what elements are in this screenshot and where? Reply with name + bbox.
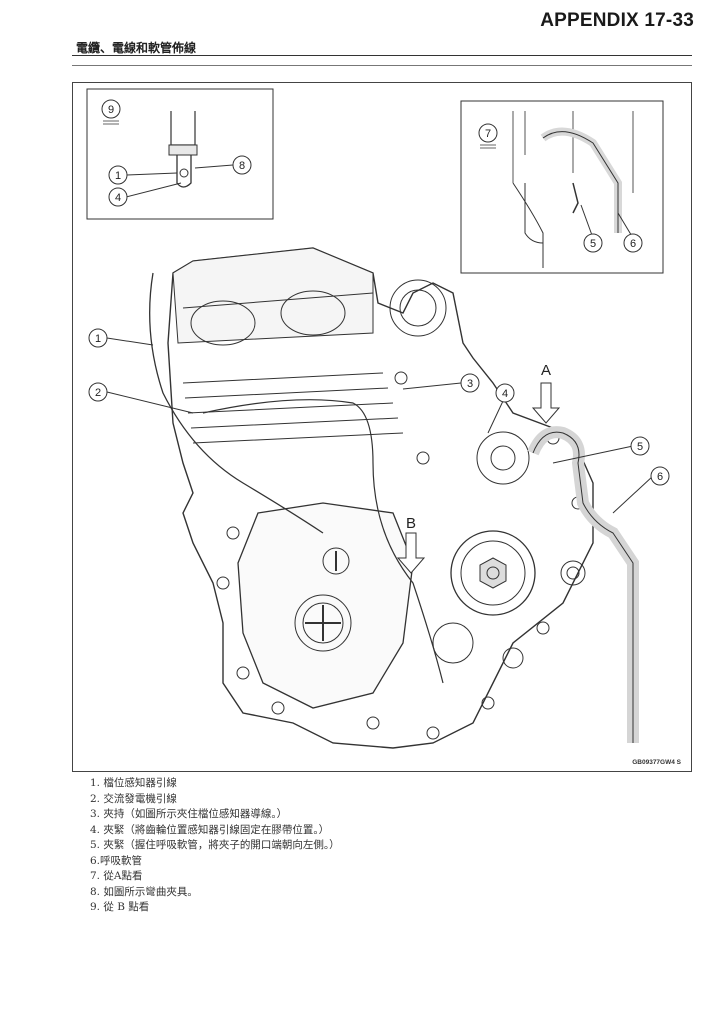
engine-diagram-svg: 1 2 3 4 5 6 1 4 8 5 6 9 7 A B	[86, 88, 670, 749]
section-title: 電纜、電線和軟管佈線	[76, 41, 197, 55]
header-divider-thin	[72, 65, 692, 66]
inset-7-label: 7	[485, 128, 491, 140]
view-letter-a: A	[541, 362, 551, 379]
legend-item: 2. 交流發電機引線	[90, 792, 177, 805]
callout-2: 2	[95, 387, 101, 399]
legend-item: 8. 如圖所示彎曲夾具。	[90, 885, 198, 898]
inset-7-frame	[460, 100, 664, 274]
callout-3: 3	[467, 378, 473, 390]
engine-diagram-figure: 1 2 3 4 5 6 1 4 8 5 6 9 7 A B GB09377GW4…	[72, 82, 692, 772]
legend-item: 7. 從A點看	[90, 870, 143, 882]
inset-9-callout-4: 4	[115, 192, 121, 204]
legend-item: 4. 夾緊（將齒輪位置感知器引線固定在膠帶位置。）	[90, 823, 330, 836]
figure-code: GB09377GW4 S	[632, 759, 681, 766]
inset-9-callout-1: 1	[115, 170, 121, 182]
legend-item: 6.呼吸軟管	[90, 854, 143, 867]
legend-item: 9. 從 B 點看	[90, 901, 150, 913]
header-divider	[72, 55, 692, 56]
callout-4: 4	[502, 388, 508, 400]
inset-9-callout-8: 8	[239, 160, 245, 172]
inset-9-label: 9	[108, 104, 114, 116]
inset-7-callout-6: 6	[630, 238, 636, 250]
legend-item: 3. 夾持（如圖所示夾住檔位感知器導線。）	[90, 808, 288, 820]
legend-item: 1. 檔位感知器引線	[90, 777, 177, 789]
inset-7-callout-5: 5	[590, 238, 596, 250]
callout-6: 6	[657, 471, 663, 483]
callout-5: 5	[637, 441, 643, 453]
callout-1: 1	[95, 333, 101, 345]
inset-9-frame	[86, 88, 274, 220]
view-letter-b: B	[406, 515, 416, 532]
legend-list: 1. 檔位感知器引線 2. 交流發電機引線 3. 夾持（如圖所示夾住檔位感知器導…	[90, 776, 340, 916]
page-header-title: APPENDIX 17-33	[540, 10, 694, 31]
legend-item: 5. 夾緊（握住呼吸軟管，將夾子的開口端朝向左側。）	[90, 839, 340, 851]
